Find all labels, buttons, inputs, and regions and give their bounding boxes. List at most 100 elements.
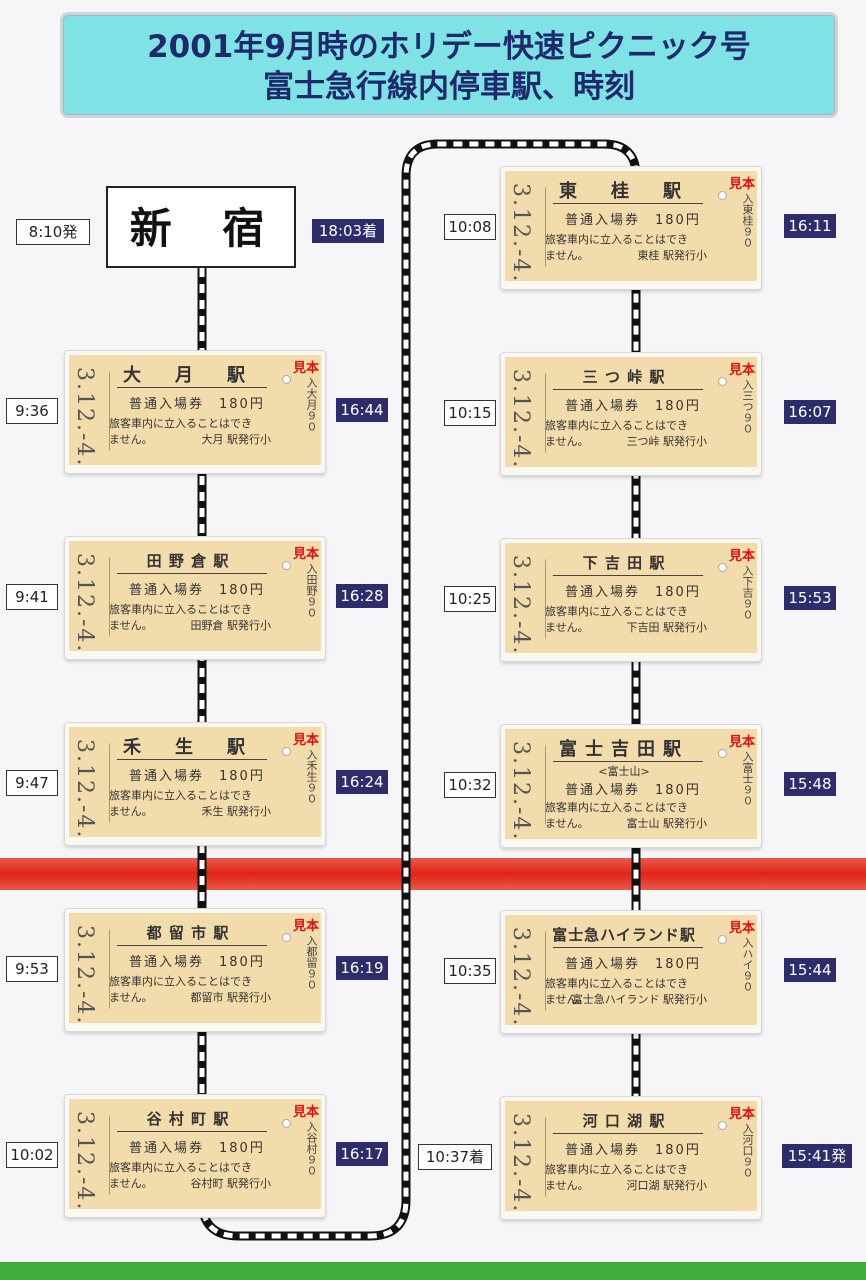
ticket-bracket [545,931,549,1011]
ticket-face: 3.12.-4.河 口 湖 駅普通入場券 180円旅客車内に立入ることはできませ… [505,1101,757,1214]
ticket-admission: 普通入場券 180円 [565,957,701,972]
ticket-face: 3.12.-4.田 野 倉 駅普通入場券 180円旅客車内に立入ることはできませ… [69,541,321,654]
ticket-date: 3.12.-4. [508,183,533,284]
ticket-bracket [545,745,549,825]
outbound-time: 9:53 [6,956,58,982]
station-ticket: 3.12.-4.富士急ハイランド駅普通入場券 180円旅客車内に立入ることはでき… [500,910,762,1034]
sample-stamp: 見本 [728,177,755,192]
red-band [0,858,866,890]
return-time: 16:28 [336,584,388,608]
ticket-face: 3.12.-4.谷 村 町 駅普通入場券 180円旅客車内に立入ることはできませ… [69,1099,321,1211]
ticket-admission: 普通入場券 180円 [565,213,701,228]
ticket-station-name: 都 留 市 駅 [146,924,230,942]
ticket-date: 3.12.-4. [508,1113,533,1214]
ticket-admission: 普通入場券 180円 [129,1141,265,1156]
sample-stamp: 見本 [292,1105,319,1120]
ticket-notice: 旅客車内に立入ることはでき [109,975,252,988]
ticket-issuer: 下吉田 駅発行小 [626,621,708,634]
ticket-face: 3.12.-4.富士吉田駅<富士山>普通入場券 180円旅客車内に立入ることはで… [505,729,757,841]
origin-station-sign: 新 宿 [106,186,296,268]
station-ticket: 3.12.-4.都 留 市 駅普通入場券 180円旅客車内に立入ることはできませ… [64,908,326,1032]
ticket-serial: 入禾生９０ [305,749,318,804]
ticket-issuer: 富士山 駅発行小 [626,817,708,830]
outbound-time: 9:36 [6,398,58,424]
outbound-time: 10:37着 [418,1144,492,1170]
ticket-notice-2: ません。 [545,1179,589,1192]
station-ticket: 3.12.-4.富士吉田駅<富士山>普通入場券 180円旅客車内に立入ることはで… [500,724,762,848]
ticket-notice: 旅客車内に立入ることはでき [545,1163,688,1176]
station-ticket: 3.12.-4.田 野 倉 駅普通入場券 180円旅客車内に立入ることはできませ… [64,536,326,660]
ticket-notice-2: ません。 [109,805,153,818]
ticket-punch-hole [282,747,291,756]
ticket-station-name: 富士吉田駅 [559,739,689,760]
ticket-rule [117,387,267,388]
ticket-station-name: 田 野 倉 駅 [146,552,230,570]
ticket-face: 3.12.-4.都 留 市 駅普通入場券 180円旅客車内に立入ることはできませ… [69,913,321,1026]
ticket-issuer: 三つ峠 駅発行小 [626,435,708,448]
ticket-admission: 普通入場券 180円 [129,955,265,970]
ticket-punch-hole [718,935,727,944]
ticket-bracket [109,1115,113,1195]
sample-stamp: 見本 [292,361,319,376]
return-time: 15:44 [784,958,836,982]
ticket-admission: 普通入場券 180円 [129,397,265,412]
ticket-notice-2: ません。 [545,621,589,634]
ticket-punch-hole [282,1119,291,1128]
sample-stamp: 見本 [292,547,319,562]
ticket-punch-hole [718,563,727,572]
ticket-bracket [109,557,113,637]
ticket-admission: 普通入場券 180円 [565,783,701,798]
ticket-face: 3.12.-4.禾 生 駅普通入場券 180円旅客車内に立入ることはできません。… [69,727,321,839]
ticket-notice-2: ません。 [545,249,589,262]
ticket-issuer: 都留市 駅発行小 [190,991,272,1004]
sample-stamp: 見本 [292,733,319,748]
outbound-time: 10:15 [444,400,496,426]
ticket-bracket [545,559,549,639]
title-box: 2001年9月時のホリデー快速ピクニック号 富士急行線内停車駅、時刻 [60,12,838,118]
ticket-date: 3.12.-4. [72,367,97,468]
station-ticket: 3.12.-4.河 口 湖 駅普通入場券 180円旅客車内に立入ることはできませ… [500,1096,762,1220]
ticket-station-name: 禾 生 駅 [123,737,253,758]
ticket-notice-2: ません。 [545,993,589,1006]
ticket-rule [553,1133,703,1134]
ticket-issuer: 東桂 駅発行小 [637,249,708,262]
ticket-punch-hole [718,1121,727,1130]
ticket-notice: 旅客車内に立入ることはでき [545,233,688,246]
ticket-bracket [109,371,113,451]
ticket-face: 3.12.-4.三 つ 峠 駅普通入場券 180円旅客車内に立入ることはできませ… [505,357,757,470]
ticket-date: 3.12.-4. [72,925,97,1026]
ticket-serial: 入谷村９０ [305,1121,318,1176]
origin-depart-time: 8:10発 [16,219,90,245]
return-time: 15:48 [784,772,836,796]
ticket-notice: 旅客車内に立入ることはでき [109,603,252,616]
ticket-notice-2: ません。 [545,817,589,830]
ticket-serial: 入河口９０ [741,1123,754,1178]
ticket-punch-hole [718,377,727,386]
ticket-serial: 入ハイ９０ [741,937,754,992]
ticket-serial: 入大月９０ [305,377,318,432]
return-time: 16:07 [784,400,836,424]
ticket-punch-hole [282,933,291,942]
ticket-face: 3.12.-4.東 桂 駅普通入場券 180円旅客車内に立入ることはできません。… [505,171,757,284]
ticket-subname: <富士山> [598,765,650,778]
sample-stamp: 見本 [292,919,319,934]
ticket-date: 3.12.-4. [508,555,533,656]
title-line-1: 2001年9月時のホリデー快速ピクニック号 [147,29,751,65]
ticket-notice: 旅客車内に立入ることはでき [109,417,252,430]
ticket-serial: 入下吉９０ [741,565,754,620]
ticket-rule [553,389,703,390]
ticket-rule [553,947,703,948]
ticket-station-name: 河 口 湖 駅 [582,1112,666,1130]
ticket-bracket [545,373,549,453]
ticket-face: 3.12.-4.大 月 駅普通入場券 180円旅客車内に立入ることはできません。… [69,355,321,468]
ticket-notice: 旅客車内に立入ることはでき [109,1161,252,1174]
title-line-2: 富士急行線内停車駅、時刻 [263,69,635,105]
sample-stamp: 見本 [728,363,755,378]
ticket-notice-2: ません。 [545,435,589,448]
station-ticket: 3.12.-4.東 桂 駅普通入場券 180円旅客車内に立入ることはできません。… [500,166,762,290]
ticket-date: 3.12.-4. [72,553,97,654]
station-ticket: 3.12.-4.三 つ 峠 駅普通入場券 180円旅客車内に立入ることはできませ… [500,352,762,476]
ticket-rule [117,945,267,946]
sample-stamp: 見本 [728,735,755,750]
ticket-date: 3.12.-4. [508,369,533,470]
